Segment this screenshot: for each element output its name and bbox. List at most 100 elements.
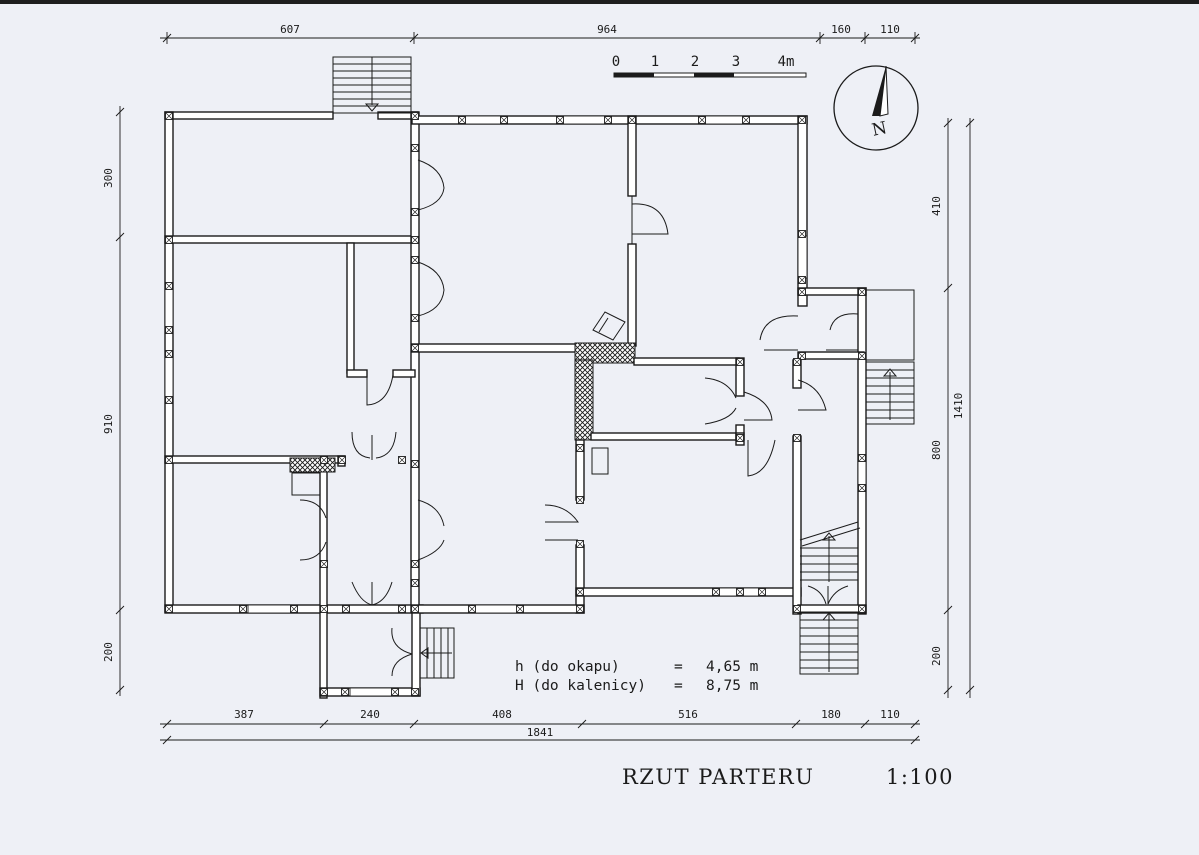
column-post-cross xyxy=(798,288,806,296)
column-post-cross xyxy=(165,326,173,334)
column-post-cross xyxy=(758,588,766,596)
north-label: N xyxy=(870,118,889,141)
column-post-cross xyxy=(320,456,328,464)
column-post-cross xyxy=(698,116,706,124)
height-notes: h (do okapu) = 4,65 m H (do kalenicy) = … xyxy=(515,659,759,694)
column-post-cross xyxy=(398,456,406,464)
column-post-cross xyxy=(742,116,750,124)
dim-bottom-5: 180 xyxy=(821,708,841,721)
dimension-left: 300 910 200 xyxy=(102,106,125,696)
column-post-cross xyxy=(391,688,399,696)
column-post-cross xyxy=(576,444,584,452)
chimney xyxy=(574,342,636,364)
column-post-cross xyxy=(290,605,298,613)
column-post-cross xyxy=(165,396,173,404)
dim-bottom-4: 516 xyxy=(678,708,698,721)
column-post-cross xyxy=(320,688,328,696)
column-post-cross xyxy=(576,496,584,504)
column-post-cross xyxy=(398,605,406,613)
page-title: RZUT PARTERU xyxy=(622,765,814,789)
column-post-cross xyxy=(165,605,173,613)
dim-bottom-6: 110 xyxy=(880,708,900,721)
column-post-cross xyxy=(411,344,419,352)
column-post-cross xyxy=(712,588,720,596)
column-post-cross xyxy=(576,540,584,548)
column-post-cross xyxy=(793,434,801,442)
column-post-cross xyxy=(858,454,866,462)
column-post-cross xyxy=(165,350,173,358)
column-post-cross xyxy=(468,605,476,613)
windows xyxy=(164,115,867,697)
column-post-cross xyxy=(165,112,173,120)
scale-bar: 0 1 2 3 4m xyxy=(612,54,807,78)
dim-right-2: 800 xyxy=(930,440,943,460)
dimension-right: 410 800 200 1410 xyxy=(930,118,975,698)
column-post-cross xyxy=(500,116,508,124)
north-arrow: N xyxy=(833,65,919,151)
column-post-cross xyxy=(604,116,612,124)
column-post-cross xyxy=(411,144,419,152)
column-post-cross xyxy=(516,605,524,613)
dim-right-3: 200 xyxy=(930,646,943,666)
column-post-cross xyxy=(736,358,744,366)
drawing-title: RZUT PARTERU 1:100 xyxy=(622,765,954,789)
column-post-cross xyxy=(736,434,744,442)
column-post-cross xyxy=(858,352,866,360)
column-post-cross xyxy=(798,352,806,360)
column-post-cross xyxy=(628,116,636,124)
column-post-cross xyxy=(411,579,419,587)
note-2-label: H (do kalenicy) xyxy=(515,678,646,694)
column-post-cross xyxy=(239,605,247,613)
stairs xyxy=(332,56,915,679)
doors xyxy=(299,159,859,677)
column-post-cross xyxy=(576,588,584,596)
column-post-cross xyxy=(798,116,806,124)
note-1-eq: = xyxy=(674,659,683,675)
column-post-cross xyxy=(858,605,866,613)
column-post-cross xyxy=(342,605,350,613)
column-post-cross xyxy=(576,605,584,613)
note-2-value: 8,75 m xyxy=(706,678,759,694)
column-post-cross xyxy=(858,484,866,492)
column-post-cross xyxy=(858,288,866,296)
column-post-cross xyxy=(411,112,419,120)
scale-ratio: 1:100 xyxy=(886,765,954,789)
dim-left-2: 910 xyxy=(102,414,115,434)
dim-bottom-total: 1841 xyxy=(527,726,554,739)
column-post-cross xyxy=(411,256,419,264)
dim-left-1: 300 xyxy=(102,168,115,188)
note-1-value: 4,65 m xyxy=(706,659,759,675)
scale-label-4: 4m xyxy=(778,54,795,70)
column-post-cross xyxy=(338,456,346,464)
dim-top-2: 964 xyxy=(597,23,617,36)
column-post-cross xyxy=(798,230,806,238)
column-post-cross xyxy=(736,588,744,596)
column-post-cross xyxy=(320,605,328,613)
column-post-cross xyxy=(411,236,419,244)
column-post-cross xyxy=(793,358,801,366)
dimension-bottom: 387 240 408 516 180 110 1841 xyxy=(160,708,920,745)
column-post-cross xyxy=(556,116,564,124)
dim-bottom-3: 408 xyxy=(492,708,512,721)
column-post-cross xyxy=(320,560,328,568)
dim-right-total: 1410 xyxy=(952,393,965,420)
scale-label-3: 3 xyxy=(732,54,740,70)
dim-top-4: 110 xyxy=(880,23,900,36)
column-post-cross xyxy=(165,282,173,290)
note-2-eq: = xyxy=(674,678,683,694)
dim-top-3: 160 xyxy=(831,23,851,36)
dim-left-3: 200 xyxy=(102,642,115,662)
column-post-cross xyxy=(458,116,466,124)
scale-label-0: 0 xyxy=(612,54,620,70)
column-post-cross xyxy=(411,208,419,216)
dim-bottom-2: 240 xyxy=(360,708,380,721)
north-arrow-icon xyxy=(872,66,886,116)
column-post-cross xyxy=(411,314,419,322)
scan-edge xyxy=(0,0,1199,4)
dimension-top: 607 964 160 110 xyxy=(160,23,920,44)
scale-label-1: 1 xyxy=(651,54,659,70)
column-post-cross xyxy=(798,276,806,284)
column-post-cross xyxy=(341,688,349,696)
